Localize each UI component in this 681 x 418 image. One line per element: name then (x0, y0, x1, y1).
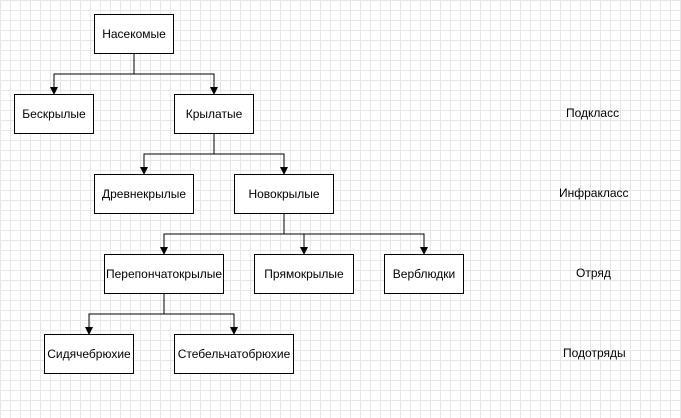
node-raphidioptera[interactable]: Верблюдки (384, 254, 464, 294)
node-symphyta[interactable]: Сидячебрюхие (44, 334, 134, 374)
edge-new-winged-to-raphidioptera (283, 214, 428, 255)
edge-hymenoptera-to-symphyta (85, 294, 165, 335)
edge-insects-to-wingless (50, 54, 135, 95)
node-hymenoptera[interactable]: Перепончатокрылые (104, 254, 224, 294)
edge-winged-to-new-winged (213, 134, 288, 175)
level-label-suborders: Подотряды (563, 346, 626, 360)
node-wingless[interactable]: Бескрылые (14, 94, 94, 134)
level-label-order: Отряд (576, 266, 611, 280)
edge-winged-to-ancient-winged (140, 134, 215, 175)
edge-hymenoptera-to-apocrita (163, 294, 238, 335)
edge-insects-to-winged (133, 54, 218, 95)
level-label-subclass: Подкласс (566, 106, 620, 120)
node-orthoptera[interactable]: Прямокрылые (254, 254, 354, 294)
level-label-infraclass: Инфракласс (559, 186, 629, 200)
node-ancient-winged[interactable]: Древнекрылые (94, 174, 194, 214)
node-new-winged[interactable]: Новокрылые (234, 174, 334, 214)
node-apocrita[interactable]: Стебельчатобрюхие (174, 334, 294, 374)
node-winged[interactable]: Крылатые (174, 94, 254, 134)
node-insects[interactable]: Насекомые (94, 14, 174, 54)
edge-new-winged-to-hymenoptera (160, 214, 285, 255)
